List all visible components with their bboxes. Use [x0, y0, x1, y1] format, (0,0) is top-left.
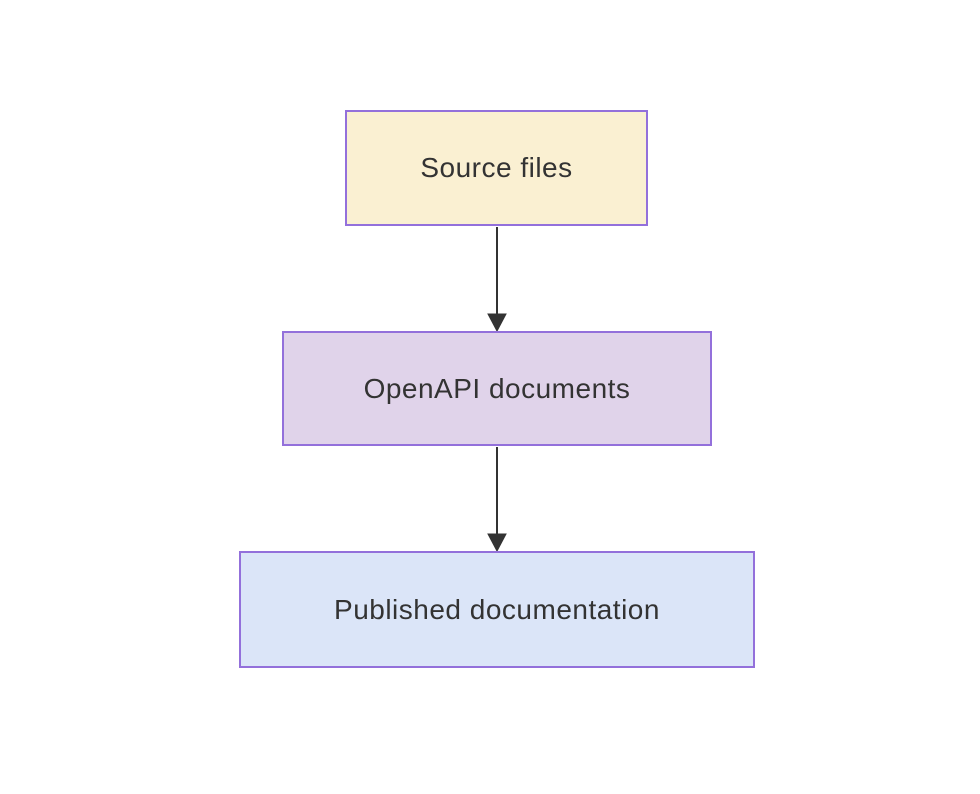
- node-published-documentation: Published documentation: [239, 551, 755, 668]
- node-openapi-documents-label: OpenAPI documents: [363, 372, 631, 404]
- edge-openapi-to-published: [487, 447, 507, 553]
- arrowhead-down-icon: [487, 533, 507, 553]
- arrowhead-down-icon: [487, 313, 507, 333]
- node-source-files-label: Source files: [420, 152, 573, 183]
- node-source-files: Source files: [345, 110, 648, 226]
- edge-source-to-openapi: [487, 227, 507, 333]
- node-published-documentation-label: Published documentation: [334, 593, 660, 625]
- node-openapi-documents: OpenAPI documents: [282, 331, 712, 446]
